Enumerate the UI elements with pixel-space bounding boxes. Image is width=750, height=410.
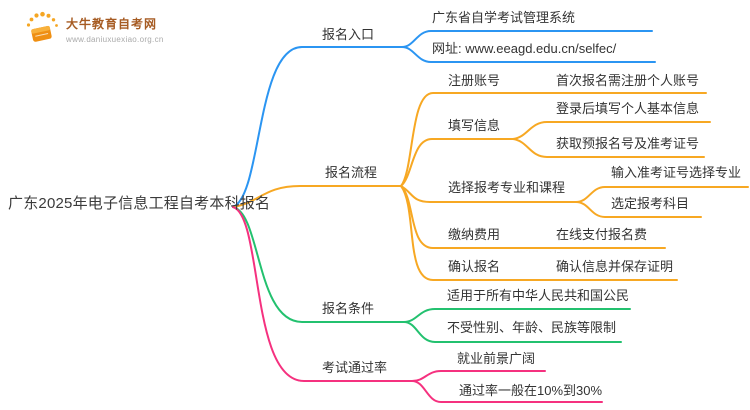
- node-register-account-detail: 首次报名需注册个人账号: [556, 73, 700, 88]
- node-choose-major-input: 输入准考证号选择专业: [611, 165, 742, 180]
- node-confirm: 确认报名: [448, 259, 501, 274]
- node-entrance-system: 广东省自学考试管理系统: [432, 10, 576, 25]
- node-entrance-url: 网址: www.eeagd.edu.cn/selfec/: [432, 41, 617, 56]
- node-choose-major-subject: 选定报考科目: [611, 196, 690, 211]
- root-node: 广东2025年电子信息工程自考本科报名: [8, 195, 271, 212]
- node-pay-fee-online: 在线支付报名费: [556, 227, 648, 242]
- node-conditions: 报名条件: [322, 301, 375, 316]
- node-conditions-nolimit: 不受性别、年龄、民族等限制: [447, 320, 617, 335]
- node-process: 报名流程: [325, 165, 378, 180]
- site-logo: 大牛教育自考网 www.daniuxuexiao.org.cn: [24, 10, 164, 48]
- node-conditions-citizens: 适用于所有中华人民共和国公民: [447, 288, 630, 303]
- node-pay-fee: 缴纳费用: [448, 227, 501, 242]
- node-choose-major: 选择报考专业和课程: [448, 180, 566, 195]
- logo-book-icon: [26, 11, 58, 42]
- node-passrate-career: 就业前景广阔: [457, 351, 536, 366]
- site-name: 大牛教育自考网: [66, 16, 158, 31]
- node-entrance: 报名入口: [322, 27, 375, 42]
- node-fill-info-number: 获取预报名号及准考证号: [556, 136, 700, 151]
- branch-process-lines: [232, 92, 749, 281]
- branch-passrate-lines: [232, 206, 603, 403]
- node-passrate-percent: 通过率一般在10%到30%: [459, 383, 603, 398]
- branch-conditions-lines: [232, 206, 631, 343]
- node-fill-info: 填写信息: [448, 118, 501, 133]
- node-register-account: 注册账号: [448, 73, 501, 88]
- site-url: www.daniuxuexiao.org.cn: [66, 34, 164, 44]
- branch-entrance-lines: [232, 30, 656, 208]
- node-fill-info-login: 登录后填写个人基本信息: [556, 101, 700, 116]
- node-passrate: 考试通过率: [322, 360, 388, 375]
- logo-text: 大牛教育自考网 www.daniuxuexiao.org.cn: [66, 15, 164, 44]
- node-confirm-save: 确认信息并保存证明: [556, 259, 674, 274]
